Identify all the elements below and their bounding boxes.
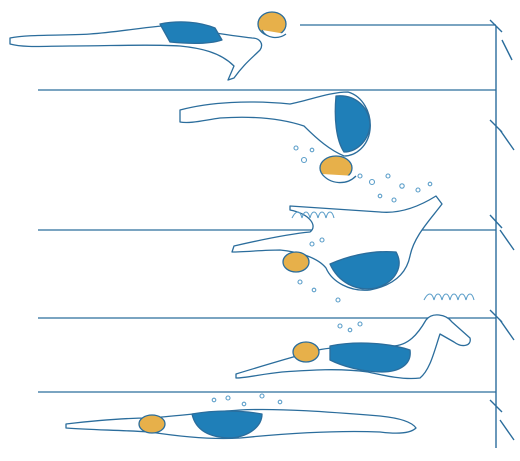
backstroke-turn-illustration	[0, 0, 520, 461]
